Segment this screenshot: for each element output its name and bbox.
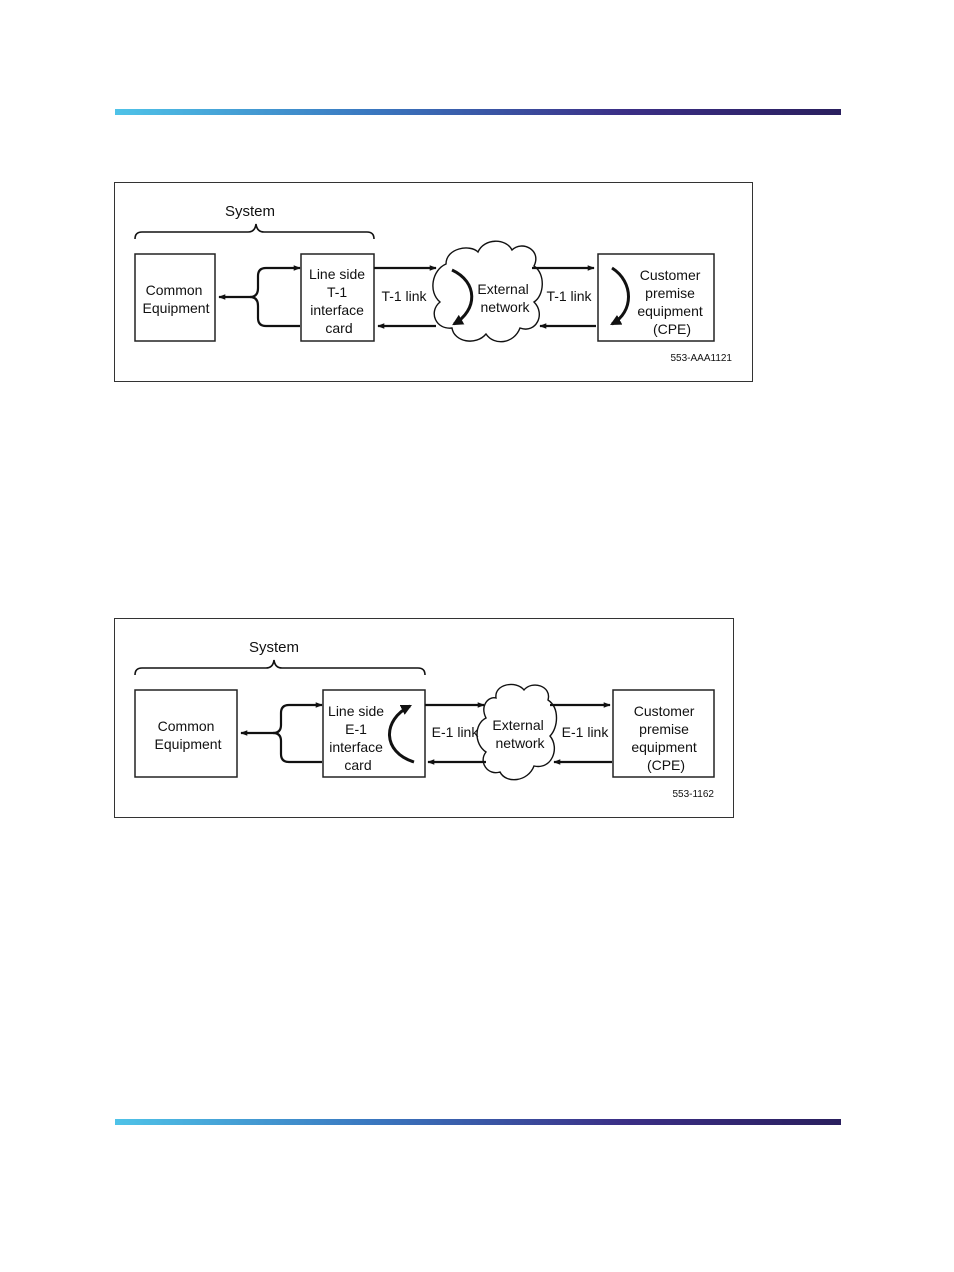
link-left-label: E-1 link (432, 724, 480, 740)
link-right-label: E-1 link (562, 724, 610, 740)
system-label: System (249, 639, 299, 656)
figure-id: 553-1162 (672, 789, 714, 800)
system-brace (135, 660, 425, 675)
common-to-card-line (273, 733, 322, 762)
footer-rule (115, 1119, 841, 1125)
card-to-common-arrow (241, 705, 322, 733)
